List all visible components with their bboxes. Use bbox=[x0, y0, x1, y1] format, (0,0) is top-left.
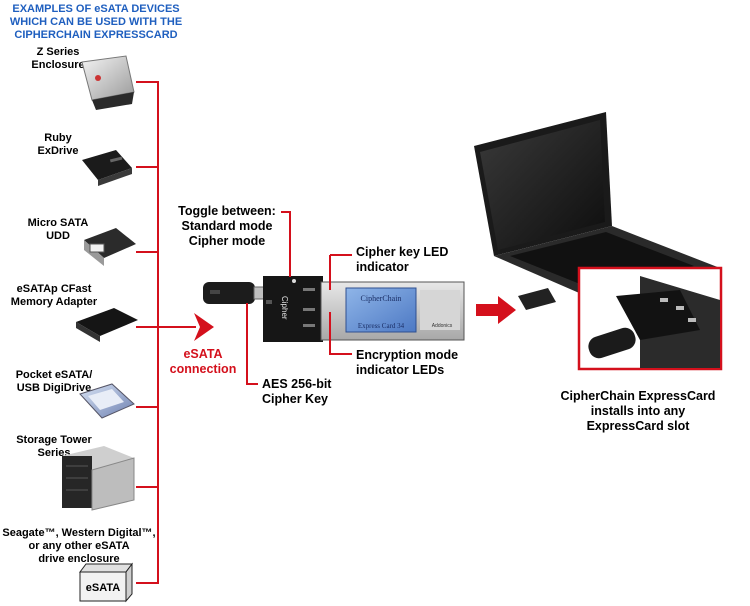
title-line: WHICH CAN BE USED WITH THE bbox=[9, 16, 183, 28]
install-arrow bbox=[476, 296, 516, 324]
callout-leaders bbox=[246, 211, 352, 385]
pocket-digidrive-image bbox=[79, 383, 135, 419]
card-small-brand: Addonics bbox=[432, 323, 453, 329]
title-line: EXAMPLES OF eSATA DEVICES bbox=[12, 3, 180, 15]
device-label-micro-sata: Micro SATA UDD bbox=[27, 217, 89, 242]
z-series-enclosure-image bbox=[81, 55, 135, 110]
cipher-key-dongle bbox=[203, 282, 267, 304]
diagram-title: EXAMPLES OF eSATA DEVICES WHICH CAN BE U… bbox=[2, 3, 190, 42]
aes-key-label: AES 256-bit Cipher Key bbox=[262, 377, 332, 406]
ruby-exdrive-image bbox=[82, 150, 132, 186]
esatap-cfast-image bbox=[76, 308, 138, 342]
expresscard-image bbox=[263, 276, 465, 342]
encryption-led-label: Encryption mode indicator LEDs bbox=[356, 348, 459, 377]
micro-sata-udd-image bbox=[84, 228, 136, 266]
device-label-pocket-esata: Pocket eSATA/ USB DigiDrive bbox=[15, 369, 93, 394]
title-line: CIPHERCHAIN EXPRESSCARD bbox=[14, 29, 178, 41]
esata-arrow bbox=[194, 313, 214, 341]
cipher-key-led-label: Cipher key LED indicator bbox=[356, 245, 449, 274]
esata-connection-label: eSATA connection bbox=[169, 347, 237, 376]
device-label-esatap-cfast: eSATAp CFast Memory Adapter bbox=[10, 283, 98, 308]
device-label-ruby: Ruby ExDrive bbox=[37, 132, 79, 157]
generic-esata-box bbox=[79, 562, 133, 603]
esata-box-label: eSATA bbox=[86, 582, 120, 594]
expresscard-slot-detail bbox=[577, 266, 723, 371]
card-brand-text: CipherChain bbox=[361, 294, 402, 303]
card-slot-text: Express Card 34 bbox=[358, 322, 405, 330]
card-side-label: Cipher bbox=[280, 296, 289, 320]
storage-tower-image bbox=[62, 446, 135, 511]
device-label-generic-enclosure: Seagate™, Western Digital™, or any other… bbox=[2, 527, 156, 565]
device-connector-bracket bbox=[136, 81, 196, 584]
toggle-mode-label: Toggle between: Standard mode Cipher mod… bbox=[178, 204, 276, 248]
install-label: CipherChain ExpressCard installs into an… bbox=[560, 389, 716, 433]
device-label-z-series: Z Series Enclosure bbox=[31, 46, 85, 71]
